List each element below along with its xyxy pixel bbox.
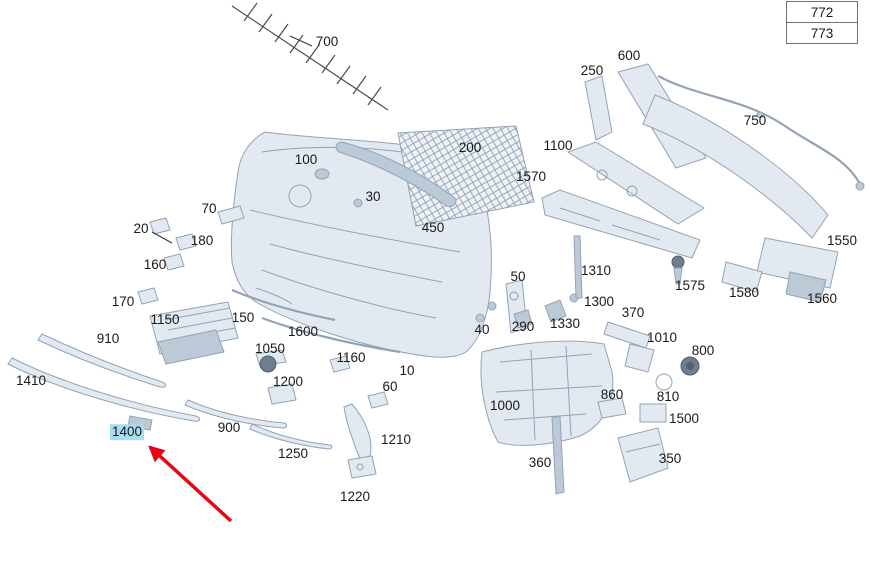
part-label-1220[interactable]: 1220 [339, 489, 371, 505]
lower-grille-insert-shape [149, 301, 239, 365]
part-label-370[interactable]: 370 [621, 305, 645, 321]
right-brackets-shape [671, 237, 839, 303]
reference-row-772[interactable]: 772 [786, 2, 858, 23]
part-label-350[interactable]: 350 [658, 451, 682, 467]
part-label-700[interactable]: 700 [315, 34, 339, 50]
part-label-180[interactable]: 180 [190, 233, 214, 249]
part-label-1000[interactable]: 1000 [489, 398, 521, 414]
part-label-200[interactable]: 200 [458, 140, 482, 156]
part-label-10[interactable]: 10 [399, 363, 415, 379]
part-label-1160[interactable]: 1160 [336, 350, 366, 366]
part-label-20[interactable]: 20 [133, 221, 149, 237]
wiring-harness-shape [657, 75, 865, 191]
part-label-160[interactable]: 160 [143, 257, 167, 273]
part-label-150[interactable]: 150 [231, 310, 255, 326]
part-label-1100[interactable]: 1100 [543, 138, 573, 154]
part-label-450[interactable]: 450 [421, 220, 445, 236]
part-label-1010[interactable]: 1010 [646, 330, 678, 346]
part-label-1150[interactable]: 1150 [150, 312, 180, 328]
part-label-1600[interactable]: 1600 [287, 324, 319, 340]
part-label-70[interactable]: 70 [201, 201, 217, 217]
part-label-1570[interactable]: 1570 [515, 169, 547, 185]
part-label-900[interactable]: 900 [217, 420, 241, 436]
part-label-40[interactable]: 40 [474, 322, 490, 338]
mid-brackets-shape [475, 235, 651, 349]
part-label-1410[interactable]: 1410 [15, 373, 47, 389]
part-label-860[interactable]: 860 [600, 387, 624, 403]
reference-row-773[interactable]: 773 [786, 23, 858, 44]
seal-strip-shape [314, 141, 457, 208]
part-label-910[interactable]: 910 [96, 331, 120, 347]
part-label-600[interactable]: 600 [617, 48, 641, 64]
part-label-1500[interactable]: 1500 [668, 411, 700, 427]
part-label-50[interactable]: 50 [510, 269, 526, 285]
part-label-1310[interactable]: 1310 [580, 263, 612, 279]
part-label-1550[interactable]: 1550 [826, 233, 858, 249]
part-label-1050[interactable]: 1050 [254, 341, 286, 357]
center-small-parts-shape [255, 349, 389, 479]
styling-strip-shape [231, 2, 389, 111]
part-label-360[interactable]: 360 [528, 455, 552, 471]
part-label-100[interactable]: 100 [294, 152, 318, 168]
air-duct-assembly-shape [480, 340, 700, 495]
pointer-arrow [148, 445, 233, 523]
part-label-1250[interactable]: 1250 [277, 446, 309, 462]
trim-strips-shape [7, 333, 333, 450]
part-label-800[interactable]: 800 [691, 343, 715, 359]
part-label-60[interactable]: 60 [382, 379, 398, 395]
part-label-1300[interactable]: 1300 [583, 294, 615, 310]
part-label-1560[interactable]: 1560 [806, 291, 838, 307]
part-label-750[interactable]: 750 [743, 113, 767, 129]
part-label-30[interactable]: 30 [365, 189, 381, 205]
part-label-1400[interactable]: 1400 [109, 424, 145, 440]
part-label-290[interactable]: 290 [511, 319, 535, 335]
part-label-1575[interactable]: 1575 [674, 278, 706, 294]
part-label-170[interactable]: 170 [111, 294, 135, 310]
part-label-1330[interactable]: 1330 [549, 316, 581, 332]
part-label-1580[interactable]: 1580 [728, 285, 760, 301]
part-label-1200[interactable]: 1200 [272, 374, 304, 390]
part-label-250[interactable]: 250 [580, 63, 604, 79]
crossmember-beams-shape [541, 63, 829, 259]
left-clips-shape [137, 205, 245, 305]
part-label-1210[interactable]: 1210 [380, 432, 412, 448]
part-label-810[interactable]: 810 [656, 389, 680, 405]
mesh-grille-shape [397, 125, 535, 227]
